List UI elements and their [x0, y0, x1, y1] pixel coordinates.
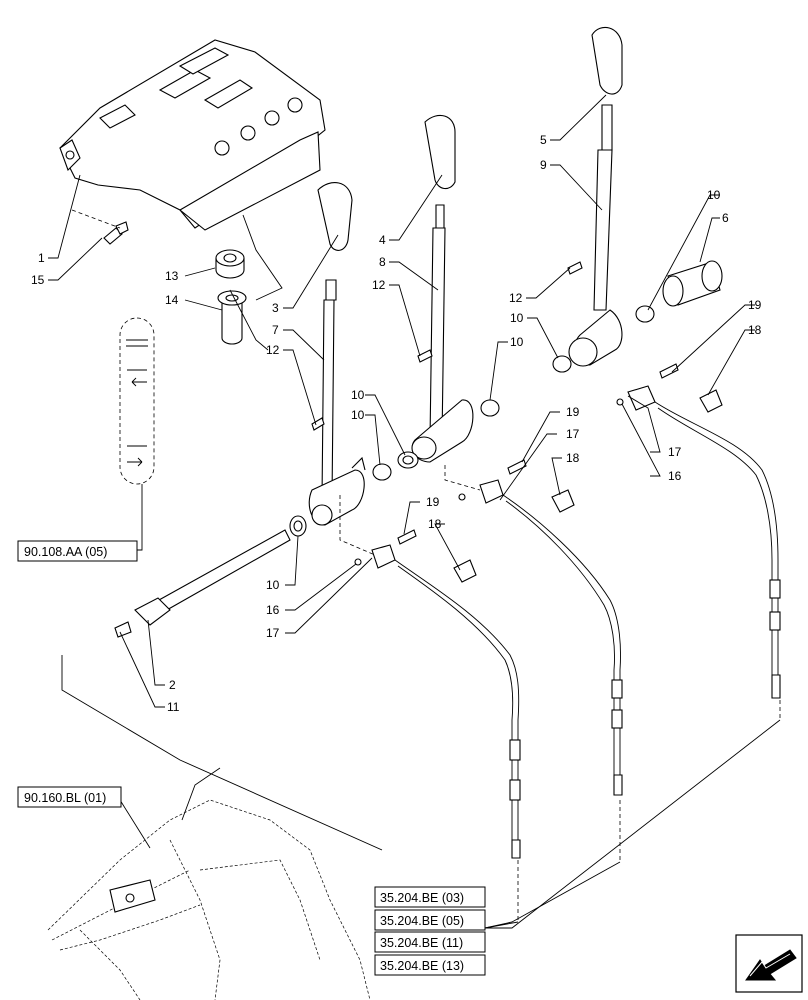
washer-10-right: [552, 355, 572, 373]
ref-label-35-204-11: 35.204.BE (11): [380, 936, 463, 950]
callout-13: 13: [165, 269, 179, 283]
ref-link-35-204-13[interactable]: 35.204.BE (13): [374, 954, 486, 976]
callout-10-a: 10: [707, 188, 721, 202]
cable-left: [371, 544, 521, 859]
cable-middle: [479, 479, 623, 796]
callout-3: 3: [272, 301, 279, 315]
callout-19-c: 19: [426, 495, 440, 509]
callout-10-f: 10: [266, 578, 280, 592]
arrow-nav-icon[interactable]: [735, 934, 803, 993]
leader-lines: [48, 94, 781, 929]
callout-17-c: 17: [266, 626, 280, 640]
bushing-14: [217, 290, 247, 345]
callout-18-c: 18: [428, 517, 442, 531]
lever-middle: [411, 114, 474, 463]
bushing-6: [662, 260, 723, 307]
ref-link-35-204-11[interactable]: 35.204.BE (11): [374, 931, 486, 953]
ref-label-35-204-13: 35.204.BE (13): [380, 959, 464, 973]
washer-10-mid-a: [372, 463, 392, 481]
callout-1: 1: [38, 251, 45, 265]
shaft-2: [134, 529, 291, 626]
callout-6: 6: [722, 211, 729, 225]
callout-10-e: 10: [351, 408, 365, 422]
console-bracket: [59, 39, 326, 231]
callout-18-b: 18: [566, 451, 580, 465]
callout-12-a: 12: [266, 343, 280, 357]
callout-18-a: 18: [748, 323, 762, 337]
callout-12-b: 12: [372, 278, 386, 292]
callout-17-a: 17: [668, 445, 682, 459]
callout-7: 7: [272, 323, 279, 337]
lever-right: [568, 26, 623, 367]
washer-10-mid-c: [480, 399, 500, 417]
detail-panel: [119, 317, 155, 485]
washer-10-mid-b: [397, 451, 419, 469]
ref-label-35-204-03: 35.204.BE (03): [380, 891, 464, 905]
callout-19-a: 19: [748, 298, 762, 312]
callout-16-a: 16: [668, 469, 682, 483]
callout-11: 11: [167, 700, 180, 714]
ref-label-35-204-05: 35.204.BE (05): [380, 914, 464, 928]
ref-link-35-204-05[interactable]: 35.204.BE (05): [374, 909, 486, 931]
callout-10-c: 10: [510, 335, 524, 349]
ref-link-90-160[interactable]: 90.160.BL (01): [17, 786, 122, 808]
callout-12-c: 12: [509, 291, 523, 305]
callout-2: 2: [169, 678, 176, 692]
ref-link-35-204-03[interactable]: 35.204.BE (03): [374, 886, 486, 908]
callout-9: 9: [540, 158, 547, 172]
tractor-outline: [47, 799, 371, 1000]
ref-label-90-108: 90.108.AA (05): [24, 545, 107, 559]
ref-link-90-108[interactable]: 90.108.AA (05): [17, 540, 138, 562]
screw-11: [114, 621, 132, 638]
callout-8: 8: [379, 255, 386, 269]
washer-10-left: [289, 515, 307, 537]
bushing-13: [215, 249, 245, 279]
cable-right: [627, 385, 781, 699]
callout-5: 5: [540, 133, 547, 147]
callout-19-b: 19: [566, 405, 580, 419]
callout-14: 14: [165, 293, 179, 307]
ref-label-90-160: 90.160.BL (01): [24, 791, 106, 805]
callout-10-b: 10: [510, 311, 524, 325]
washer-10-right-b: [635, 305, 655, 323]
screw-15: [103, 221, 129, 245]
callout-16-b: 16: [266, 603, 280, 617]
callout-15: 15: [31, 273, 45, 287]
callout-17-b: 17: [566, 427, 580, 441]
callout-10-d: 10: [351, 388, 365, 402]
callout-4: 4: [379, 233, 386, 247]
callouts: 1 15 13 14 3 7 12 4 8 12 5 9 12 10 6 10 …: [31, 133, 762, 714]
lever-left: [308, 182, 366, 526]
